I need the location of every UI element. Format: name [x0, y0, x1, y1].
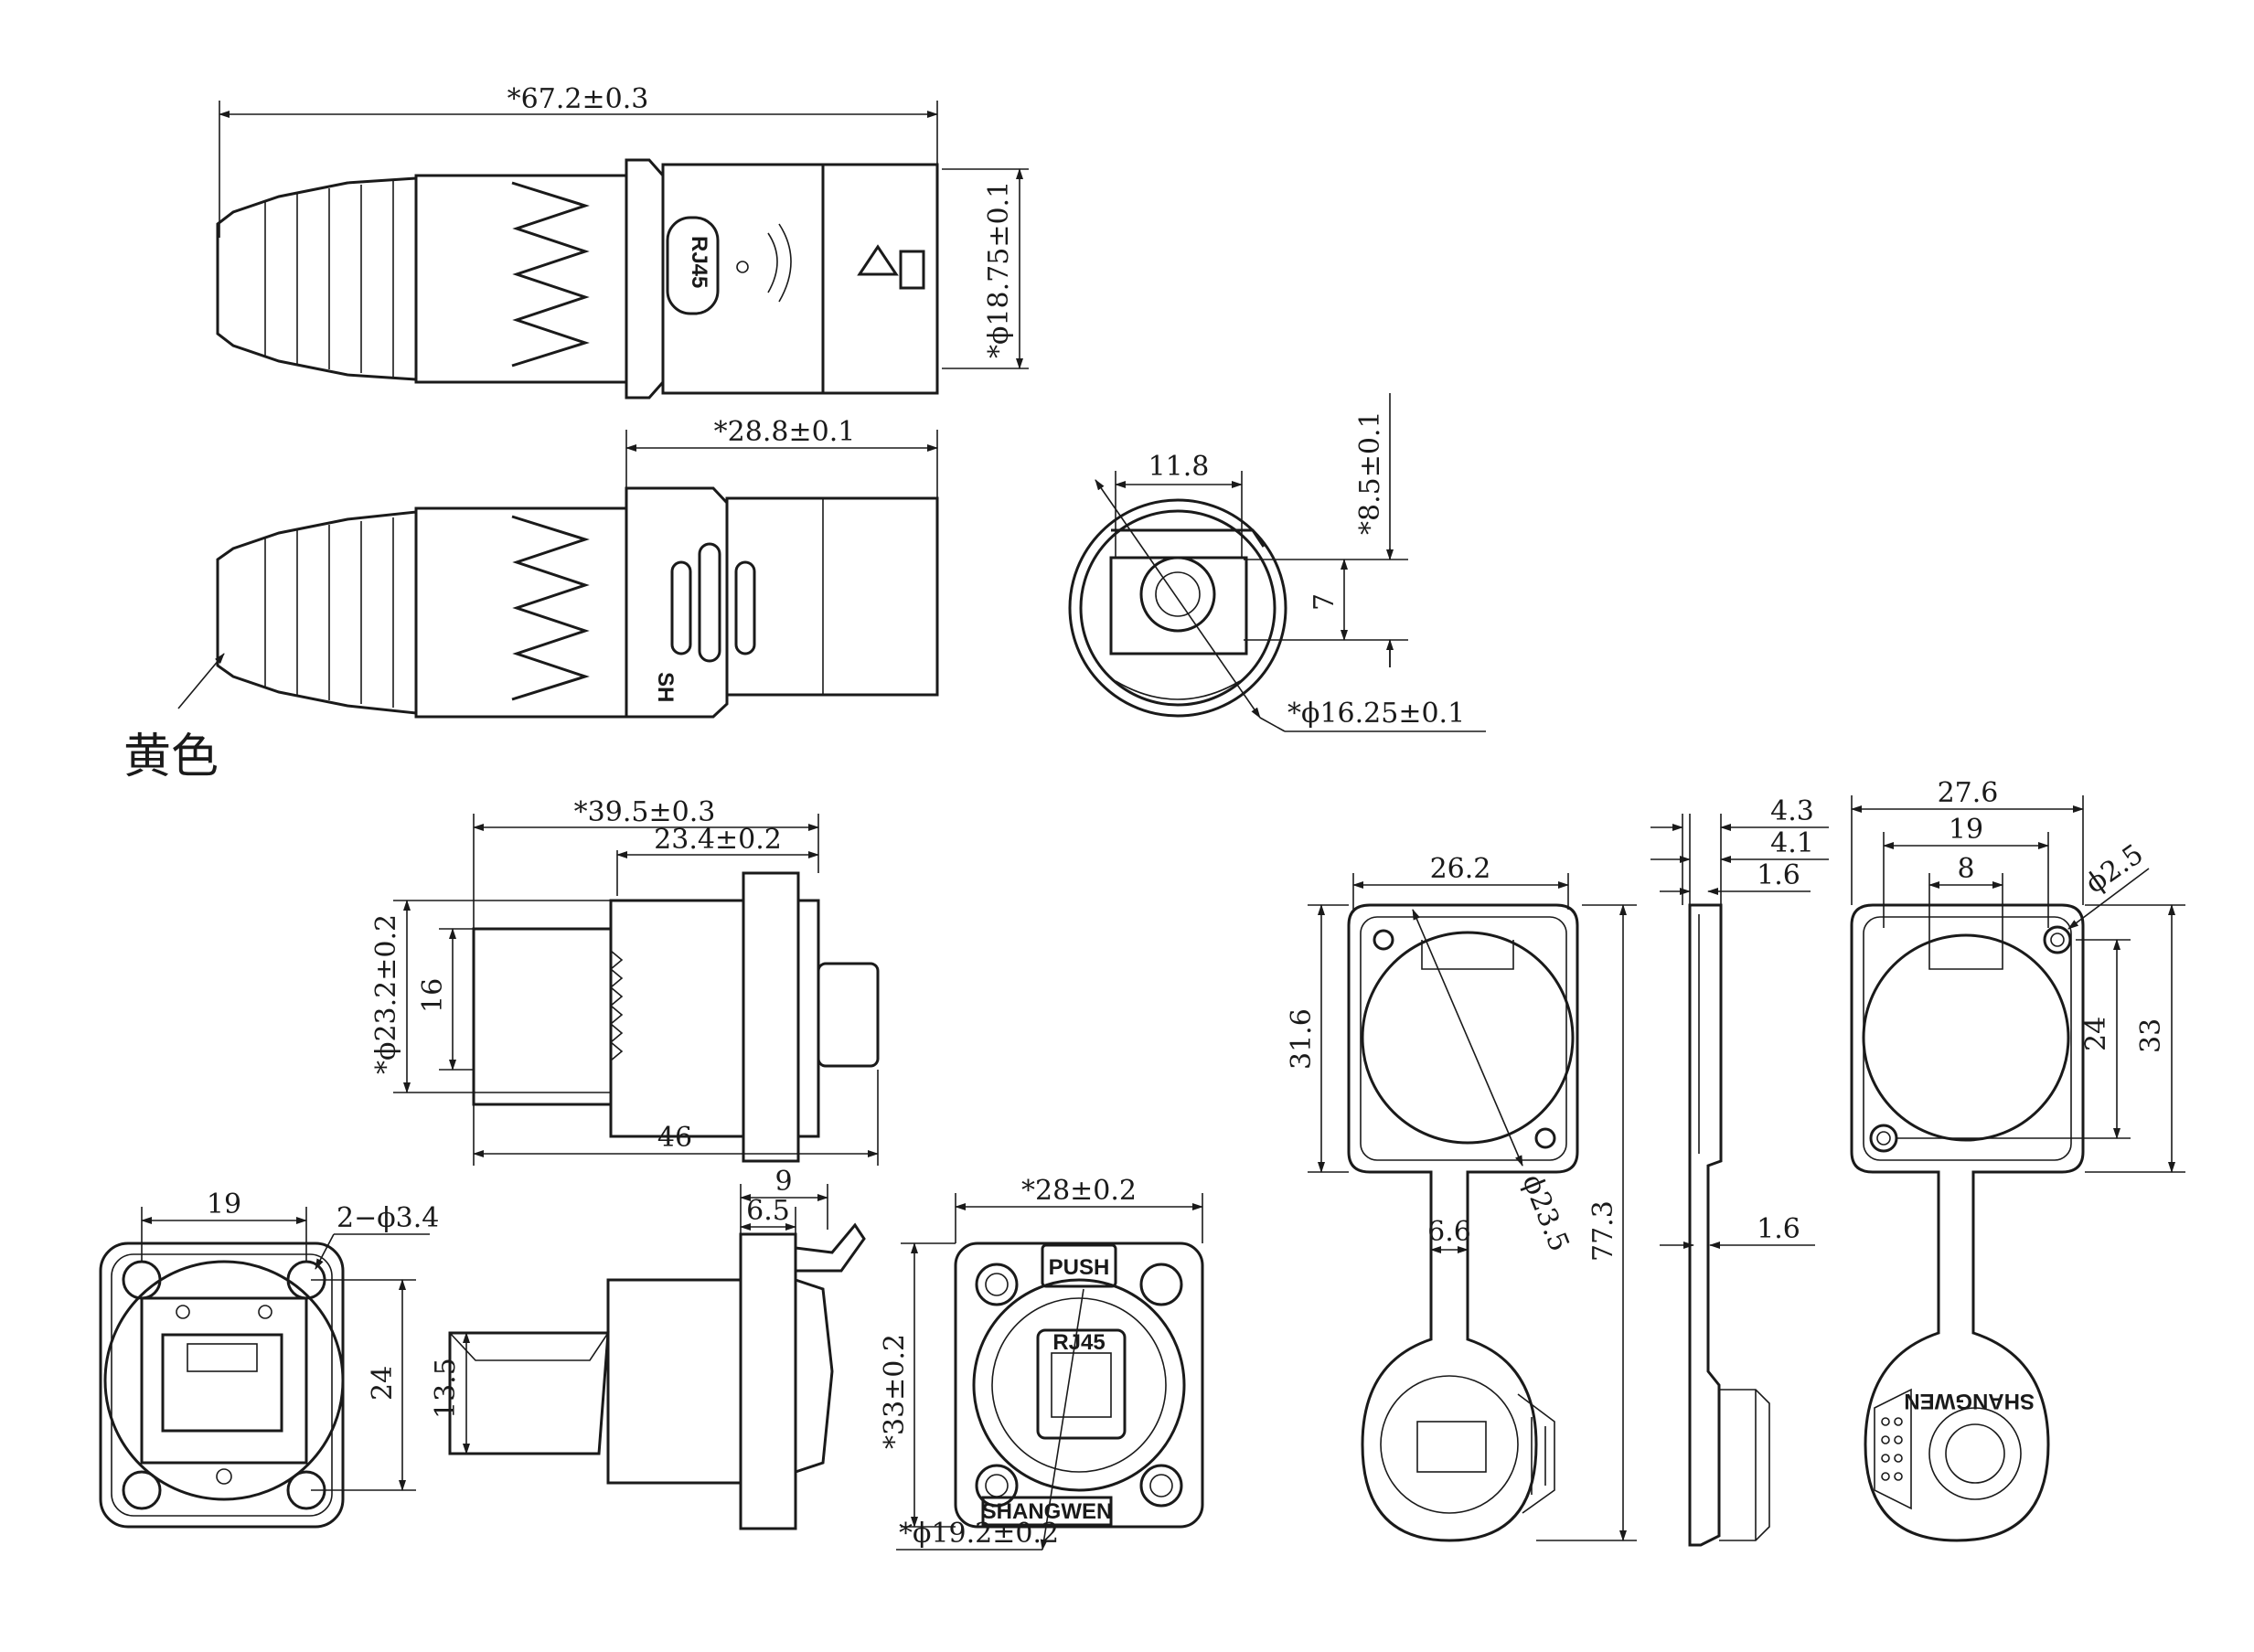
dim-31-6: 31.6: [1286, 1008, 1318, 1070]
dim-phi23-2: *ϕ23.2±0.2: [370, 914, 402, 1074]
dim-phi19-2: *ϕ19.2±0.2: [899, 1518, 1059, 1550]
dim-9: 9: [774, 1166, 792, 1198]
dim-6-5: 6.5: [746, 1195, 790, 1227]
dim-phi18-75: *ϕ18.75±0.1: [983, 181, 1015, 358]
dim-77-3: 77.3: [1587, 1200, 1619, 1262]
dim-1-6-mid: 1.6: [1757, 1213, 1800, 1245]
dim-4-1: 4.1: [1770, 827, 1814, 859]
dim-8-5: *8.5±0.1: [1354, 410, 1386, 535]
brand-cap-label: SHANGWEN: [1904, 1389, 2035, 1413]
dim-23-4: 23.4±0.2: [654, 824, 782, 856]
dim-8: 8: [1957, 853, 1974, 885]
dim-24-rear: 24: [367, 1366, 399, 1401]
dim-phi23-5: ϕ23.5: [1516, 1170, 1576, 1256]
jack-front-view: PUSH RJ45 SHANGWEN: [954, 1242, 1204, 1529]
plug-side-view: SH: [216, 486, 939, 719]
dim-7: 7: [1309, 593, 1341, 611]
rj45-label: RJ45: [687, 236, 711, 288]
dim-26-2: 26.2: [1430, 853, 1491, 885]
dim-phi2-5: ϕ2.5: [2080, 838, 2150, 901]
rj45-front-label: RJ45: [1052, 1330, 1105, 1355]
dim-28-8: *28.8±0.1: [714, 416, 856, 448]
dim-27-6: 27.6: [1938, 777, 1999, 809]
push-label: PUSH: [1049, 1255, 1110, 1280]
dim-28: *28±0.2: [1021, 1175, 1137, 1207]
dim-2phi3-4: 2−ϕ3.4: [336, 1202, 439, 1234]
jack-profile-view: [448, 1222, 866, 1530]
dim-11-8: 11.8: [1148, 451, 1210, 483]
cover-rear-view: SHANGWEN: [1850, 903, 2085, 1542]
dim-16: 16: [417, 978, 449, 1013]
dim-39-5: *39.5±0.3: [574, 796, 716, 828]
jack-rear-view: [99, 1242, 345, 1529]
plug-top-view: RJ45: [216, 158, 939, 400]
dim-6-6: 6.6: [1427, 1216, 1471, 1248]
dim-1-6-top: 1.6: [1757, 859, 1800, 891]
dim-19-rear: 19: [207, 1188, 241, 1220]
jack-side-view: [472, 871, 880, 1163]
dim-67-2: *67.2±0.3: [507, 83, 649, 115]
dim-33-rear: 33: [2135, 1018, 2167, 1053]
brand-side-label: SH: [653, 672, 678, 702]
dim-33-front: *33±0.2: [879, 1334, 911, 1449]
plug-front-view: [1068, 498, 1287, 718]
dim-4-3: 4.3: [1770, 795, 1814, 827]
dim-19-rear-cover: 19: [1949, 814, 1983, 846]
cover-side-view: [1688, 903, 1770, 1547]
dim-24-rear-cover: 24: [2080, 1017, 2112, 1051]
dim-46: 46: [657, 1122, 692, 1154]
dim-phi16-25: *ϕ16.25±0.1: [1287, 698, 1465, 730]
dim-13-5: 13.5: [430, 1358, 462, 1419]
color-note: 黄色: [123, 730, 219, 784]
